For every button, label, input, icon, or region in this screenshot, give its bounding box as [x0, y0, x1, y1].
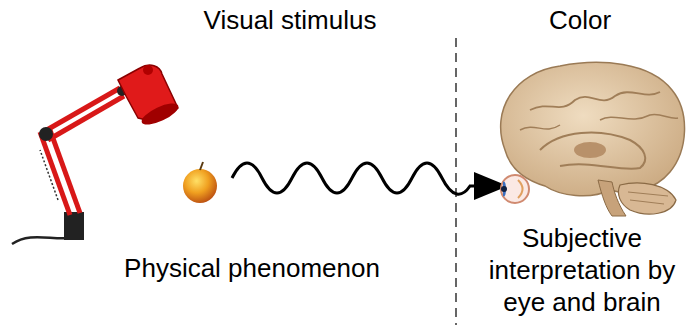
column-heading: Visual stimulus — [204, 4, 377, 36]
eye — [501, 175, 529, 203]
light-wave-arrow — [232, 163, 508, 200]
apple — [183, 162, 217, 203]
column-heading: Color — [549, 4, 611, 36]
caption-label: Subjective interpretation by eye and bra… — [476, 222, 688, 318]
brain — [501, 62, 685, 216]
separator-line — [455, 38, 456, 325]
caption-label: Physical phenomenon — [124, 252, 380, 284]
desk-lamp — [12, 65, 181, 244]
